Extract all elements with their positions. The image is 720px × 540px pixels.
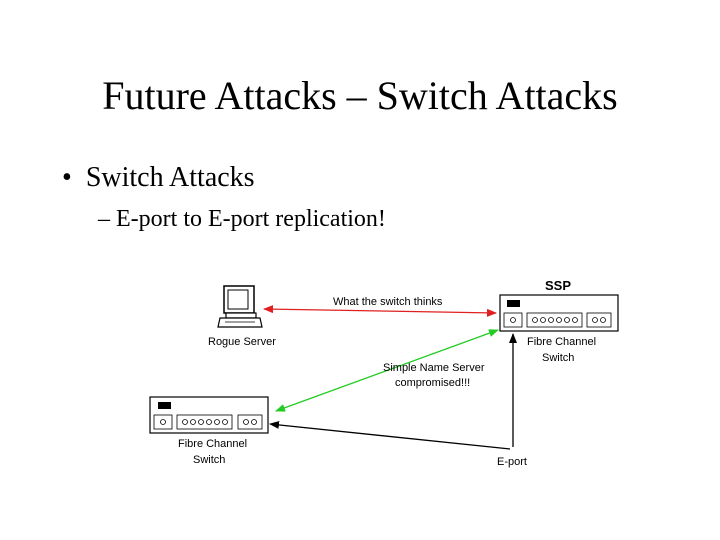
- edge-red-arrow: [263, 305, 497, 317]
- switch-left-label-line2: Switch: [193, 454, 225, 466]
- computer-icon: [217, 285, 263, 328]
- eport-label: E-port: [497, 456, 527, 468]
- bullet-item: • Switch Attacks: [62, 162, 255, 194]
- edge-eport-to-left-switch: [269, 420, 511, 450]
- slide-title: Future Attacks – Switch Attacks: [102, 73, 618, 118]
- switch-right-label-line2: Switch: [542, 352, 574, 364]
- ssp-label: SSP: [545, 278, 571, 293]
- fibre-channel-switch-icon: [149, 396, 269, 434]
- edge-red-label: What the switch thinks: [333, 296, 443, 308]
- bullet-dot: •: [62, 162, 72, 193]
- bullet-text: Switch Attacks: [85, 162, 255, 193]
- edge-green-arrow: [275, 329, 499, 412]
- edge-green-label-line2: compromised!!!: [395, 377, 470, 389]
- switch-right-label-line1: Fibre Channel: [527, 336, 596, 348]
- switch-left-label-line1: Fibre Channel: [178, 438, 247, 450]
- edge-green-label-line1: Simple Name Server: [383, 362, 485, 374]
- fibre-channel-switch-icon: [499, 294, 619, 332]
- sub-bullet-item: – E-port to E-port replication!: [98, 206, 386, 232]
- rogue-server-label: Rogue Server: [208, 336, 276, 348]
